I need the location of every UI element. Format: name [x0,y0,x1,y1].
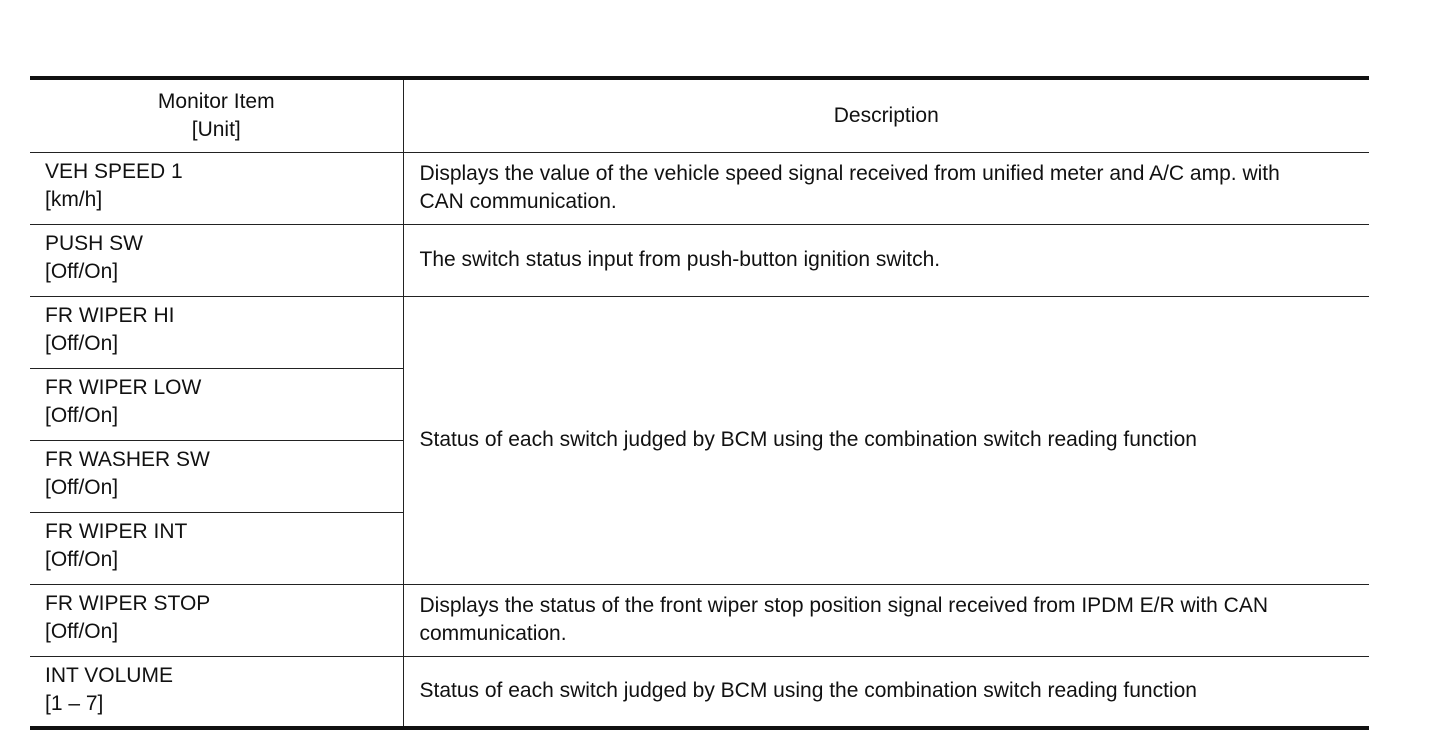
table-row: FR WIPER HI [Off/On] Status of each swit… [30,295,1369,584]
header-unit-label: [Unit] [191,117,241,141]
monitor-item-name: VEH SPEED 1 [45,159,183,183]
header-monitor-item: Monitor Item [Unit] [30,76,404,153]
monitor-item-cell: PUSH SW [Off/On] [30,223,404,296]
header-row: Monitor Item [Unit] Description [30,76,1369,153]
monitor-item-unit: [Off/On] [45,475,119,499]
monitor-item-unit: [Off/On] [45,403,119,427]
monitor-item-cell: FR WASHER SW [Off/On] [30,439,404,512]
monitor-item-unit: [Off/On] [45,547,119,571]
monitor-item-name: FR WIPER LOW [45,375,202,399]
table-header: Monitor Item [Unit] Description [30,76,1369,153]
table-row: FR WASHER SW [Off/On] [30,439,1369,512]
merged-description-cell: Status of each switch judged by BCM usin… [403,295,1369,584]
description-text: CAN communication. [419,190,617,213]
description-cell: Displays the status of the front wiper s… [403,583,1369,656]
table-row: FR WIPER LOW [Off/On] [30,367,1369,440]
header-monitor-item-label: Monitor Item [157,89,275,113]
monitor-item-unit: [Off/On] [45,619,119,643]
monitor-item-name: FR WIPER HI [45,303,175,327]
monitor-item-cell: FR WIPER HI [Off/On] [30,295,404,368]
monitor-item-name: FR WASHER SW [45,447,210,471]
header-description: Description [403,76,1369,153]
monitor-item-name: FR WIPER STOP [45,591,211,615]
monitor-item-table: Monitor Item [Unit] Description VEH SPEE… [30,76,1369,730]
description-cell: The switch status input from push-button… [403,223,1369,296]
monitor-item-unit: [km/h] [45,187,103,211]
table-row: FR WIPER STOP [Off/On] Displays the stat… [30,583,1369,656]
monitor-item-unit: [Off/On] [45,259,119,283]
description-cell: Status of each switch judged by BCM usin… [403,655,1369,730]
table-row: PUSH SW [Off/On] The switch status input… [30,223,1369,296]
table-row: VEH SPEED 1 [km/h] Displays the value of… [30,151,1369,224]
table-row: FR WIPER INT [Off/On] [30,511,1369,584]
monitor-item-name: PUSH SW [45,231,144,255]
monitor-item-unit: [Off/On] [45,331,119,355]
monitor-item-cell: FR WIPER STOP [Off/On] [30,583,404,656]
monitor-item-cell: FR WIPER INT [Off/On] [30,511,404,584]
monitor-item-cell: FR WIPER LOW [Off/On] [30,367,404,440]
monitor-item-cell: VEH SPEED 1 [km/h] [30,151,404,224]
monitor-item-unit: [1 – 7] [45,691,104,715]
description-cell: Displays the value of the vehicle speed … [403,151,1369,224]
description-text: Displays the status of the front wiper s… [419,594,1269,617]
monitor-item-name: FR WIPER INT [45,519,188,543]
table-row: INT VOLUME [1 – 7] Status of each switch… [30,655,1369,730]
description-text: Displays the value of the vehicle speed … [419,162,1280,185]
monitor-item-name: INT VOLUME [45,663,173,687]
monitor-item-cell: INT VOLUME [1 – 7] [30,655,404,730]
description-text: communication. [419,622,567,645]
table-body: VEH SPEED 1 [km/h] Displays the value of… [30,151,1369,730]
